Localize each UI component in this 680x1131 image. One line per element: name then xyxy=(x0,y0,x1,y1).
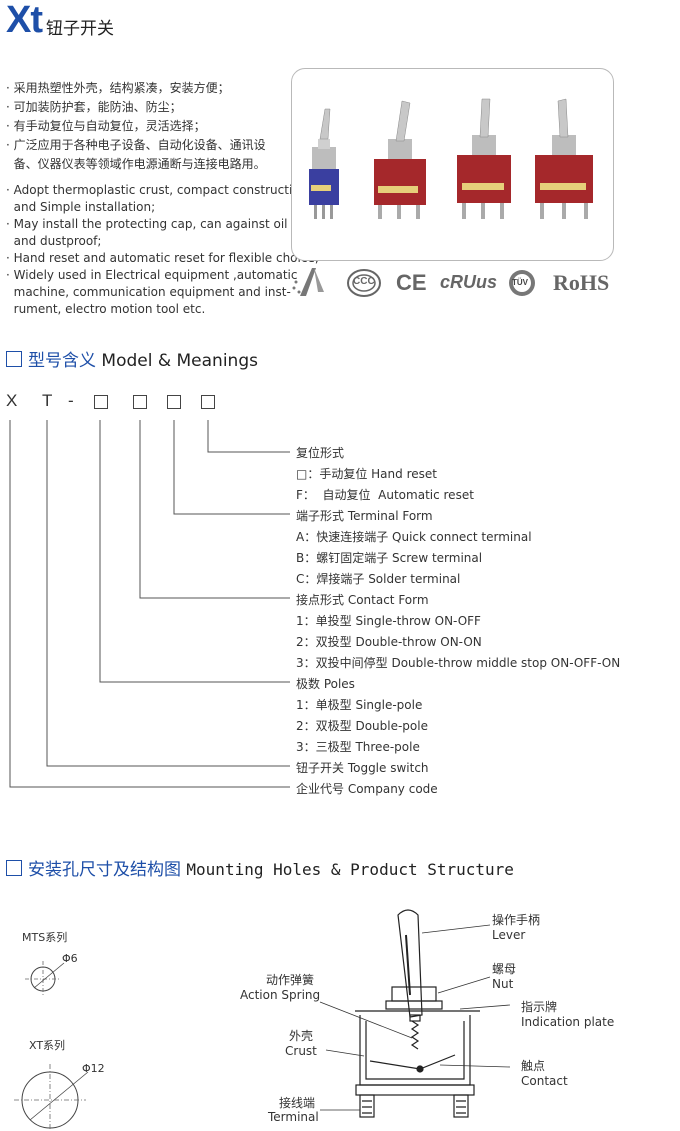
feature-cn-5: 备、仪器仪表等领域作电源通断与连接电路用。 xyxy=(6,157,266,171)
label-lever-cn: 操作手柄 xyxy=(492,913,541,927)
model-code-x: X xyxy=(6,391,18,410)
tuv-logo-text: TÜV xyxy=(512,278,528,287)
label-plate-en: Indication plate xyxy=(521,1015,615,1029)
label-crust-en: Crust xyxy=(285,1044,317,1058)
rohs-logo: RoHS xyxy=(553,270,610,295)
model-line-toggle: 钮子开关 Toggle switch xyxy=(296,761,429,775)
model-code-t: T xyxy=(42,391,53,410)
model-line-contact-1: 1：单投型 Single-throw ON-OFF xyxy=(296,614,481,628)
model-line-contact-3: 3：双投中间停型 Double-throw middle stop ON-OFF… xyxy=(296,656,621,670)
model-line-poles-1: 1：单极型 Single-pole xyxy=(296,698,423,712)
structure-left-leaders xyxy=(319,1001,413,1111)
feature-cn-4: · 广泛应用于各种电子设备、自动化设备、通讯设 xyxy=(6,138,266,152)
model-line-poles-2: 2：双极型 Double-pole xyxy=(296,719,428,733)
feature-en-5: · Hand reset and automatic reset for fle… xyxy=(6,251,319,265)
brand-logo: Xt xyxy=(6,0,43,41)
feature-cn-1: · 采用热塑性外壳，结构紧凑，安装方便； xyxy=(6,81,230,95)
model-code-box-terminal xyxy=(167,395,181,409)
model-code-dash: - xyxy=(68,391,74,410)
model-line-poles-3: 3：三极型 Three-pole xyxy=(296,740,420,754)
xt-series-label: XT系列 xyxy=(29,1039,66,1052)
feature-en-4: and dustproof; xyxy=(6,234,102,248)
label-terminal-cn: 接线端 xyxy=(279,1096,316,1110)
label-nut-cn: 螺母 xyxy=(492,962,517,976)
model-line-reset-title: 复位形式 xyxy=(296,446,345,460)
model-line-terminal-c: C：焊接端子 Solder terminal xyxy=(296,572,461,586)
label-terminal-en: Terminal xyxy=(268,1110,319,1124)
model-connector-lines xyxy=(9,420,290,788)
label-contact-en: Contact xyxy=(521,1074,568,1088)
model-line-company: 企业代号 Company code xyxy=(296,782,438,796)
section-box-icon xyxy=(6,860,22,876)
switch-image-red-1 xyxy=(374,100,426,219)
label-crust-cn: 外壳 xyxy=(289,1029,314,1043)
product-photo xyxy=(309,98,593,219)
label-spring-cn: 动作弹簧 xyxy=(266,973,315,987)
ccc-logo-text: CCC xyxy=(353,276,375,287)
feature-en-6: · Widely used in Electrical equipment ,a… xyxy=(6,268,298,282)
section-title-model-en: Model & Meanings xyxy=(101,351,258,371)
model-line-poles-title: 极数 Poles xyxy=(296,677,355,691)
cert-mark-icon xyxy=(292,268,324,296)
label-plate-cn: 指示牌 xyxy=(521,1000,558,1014)
page-subtitle: 钮子开关 xyxy=(46,19,114,39)
section-title-mount: 安装孔尺寸及结构图 Mounting Holes & Product Struc… xyxy=(6,855,514,880)
mts-hole-diagram xyxy=(25,961,65,997)
section-box-icon xyxy=(6,351,22,367)
feature-en-1: · Adopt thermoplastic crust, compact con… xyxy=(6,183,312,197)
feature-en-7: machine, communication equipment and ins… xyxy=(6,285,291,299)
section-title-model-cn: 型号含义 xyxy=(28,351,96,371)
ul-logo: cRUus xyxy=(440,272,498,292)
section-title-model: 型号含义 Model & Meanings xyxy=(6,346,258,371)
xt-diameter-label: Φ12 xyxy=(82,1062,105,1075)
model-code-box-reset xyxy=(201,395,215,409)
switch-structure-diagram xyxy=(355,909,510,1118)
ccc-logo-icon xyxy=(347,269,381,297)
switch-image-red-2 xyxy=(457,98,511,219)
xt-hole-diagram xyxy=(14,1064,89,1130)
tuv-logo-icon xyxy=(509,270,535,296)
feature-en-8: rument, electro motion tool etc. xyxy=(6,302,206,316)
model-code-box-contact xyxy=(133,395,147,409)
model-line-terminal-b: B：螺钉固定端子 Screw terminal xyxy=(296,551,483,565)
switch-image-red-3 xyxy=(535,98,593,219)
model-line-terminal-title: 端子形式 Terminal Form xyxy=(296,509,433,523)
section-title-mount-cn: 安装孔尺寸及结构图 xyxy=(28,860,181,880)
model-line-contact-title: 接点形式 Contact Form xyxy=(296,593,429,607)
feature-cn-2: · 可加装防护套，能防油、防尘； xyxy=(6,100,182,114)
model-line-contact-2: 2：双投型 Double-throw ON-ON xyxy=(296,635,482,649)
model-code-box-poles xyxy=(94,395,108,409)
label-nut-en: Nut xyxy=(492,977,514,991)
switch-image-blue xyxy=(309,108,339,219)
product-photo-panel xyxy=(291,68,614,261)
feature-cn-3: · 有手动复位与自动复位，灵活选择； xyxy=(6,119,206,133)
feature-en-2: and Simple installation; xyxy=(6,200,156,214)
label-lever-en: Lever xyxy=(492,928,526,942)
label-spring-en: Action Spring xyxy=(240,988,321,1002)
mts-diameter-label: Φ6 xyxy=(62,952,78,965)
model-line-auto-reset: F： 自动复位 Automatic reset xyxy=(296,488,474,502)
label-contact-cn: 触点 xyxy=(521,1059,546,1073)
mts-series-label: MTS系列 xyxy=(22,931,68,944)
model-line-hand-reset: □：手动复位 Hand reset xyxy=(296,467,437,481)
feature-en-3: · May install the protecting cap, can ag… xyxy=(6,217,288,231)
model-line-terminal-a: A：快速连接端子 Quick connect terminal xyxy=(296,530,532,544)
ce-logo: CE xyxy=(396,270,427,295)
section-title-mount-en: Mounting Holes & Product Structure xyxy=(186,860,514,879)
